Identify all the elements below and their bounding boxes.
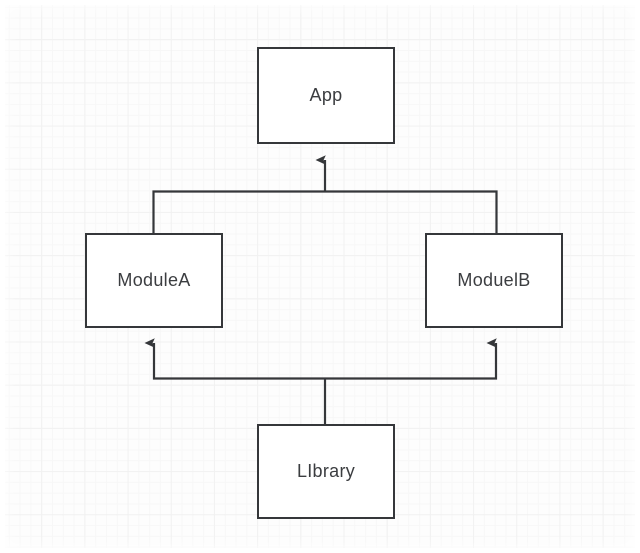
- node-app-label: App: [309, 85, 343, 105]
- node-app[interactable]: App: [257, 47, 395, 144]
- edge-modulea-to-app-leg: [152, 190, 325, 233]
- node-library[interactable]: LIbrary: [257, 424, 395, 519]
- edge-moduleb-to-app-leg: [325, 190, 498, 233]
- node-modulea[interactable]: ModuleA: [85, 233, 223, 328]
- node-modulea-label: ModuleA: [117, 270, 191, 290]
- edge-library-to-modulea: [144, 338, 325, 380]
- edge-library-to-moduleb: [325, 338, 498, 380]
- node-moduleb[interactable]: ModuelB: [425, 233, 563, 328]
- node-moduleb-label: ModuelB: [457, 270, 531, 290]
- node-library-label: LIbrary: [296, 461, 356, 481]
